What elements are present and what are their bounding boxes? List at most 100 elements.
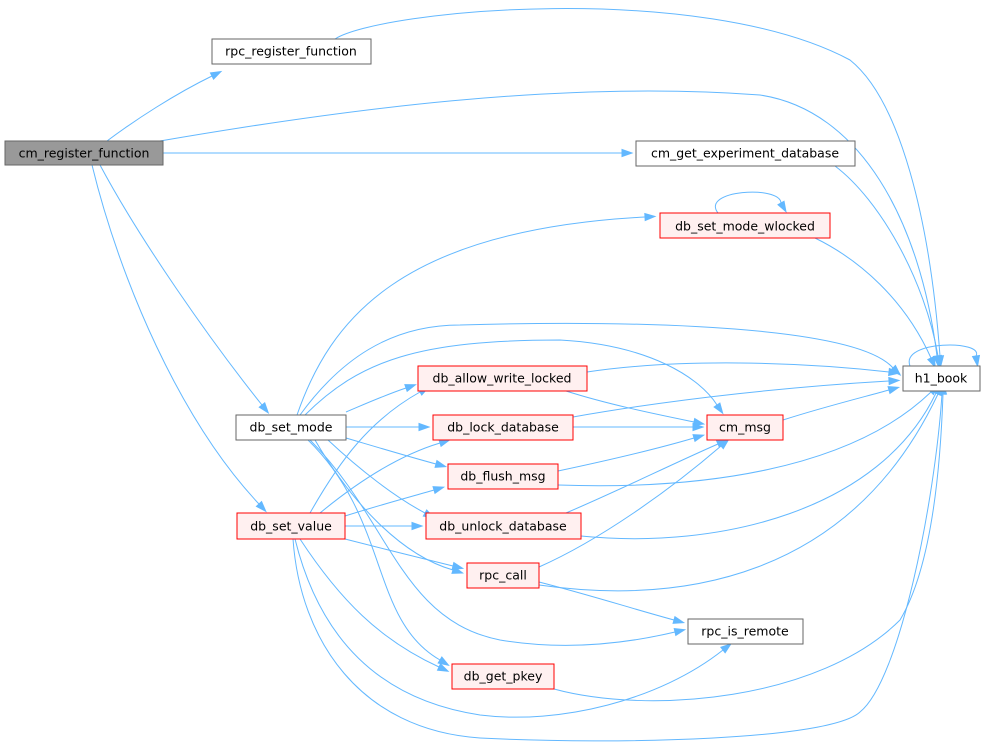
node-box [687, 618, 804, 645]
edge-arrowhead [621, 148, 634, 158]
node-label: db_get_pkey [464, 669, 543, 684]
node-box [451, 663, 555, 690]
edge-db-set-mode-to-h1-book [299, 322, 902, 416]
edge-cm-register-function-to-rpc-register-function [106, 70, 223, 142]
edge-line [314, 439, 454, 571]
edge-line [327, 439, 426, 514]
edge-arrowhead [673, 628, 687, 637]
edge-arrowhead [888, 376, 901, 386]
node-cm-register-function[interactable]: cm_register_function [4, 140, 164, 166]
edge-arrowhead [451, 561, 465, 570]
edge-line [572, 380, 890, 418]
node-db-get-pkey[interactable]: db_get_pkey [451, 663, 555, 690]
edge-db-set-mode-wlocked-to-db-set-mode-wlocked [714, 191, 787, 214]
node-box [659, 212, 831, 239]
edge-line [908, 344, 977, 367]
edge-db-set-value-to-db-get-pkey [299, 538, 450, 672]
node-rpc-call[interactable]: rpc_call [466, 562, 540, 589]
edge-line [91, 164, 260, 505]
edge-arrowhead [434, 459, 448, 468]
edge-line [565, 443, 719, 514]
edge-db-set-mode-to-cm-msg [304, 339, 724, 416]
edge-db-set-value-to-db-allow-write-locked [309, 386, 430, 514]
node-db-set-value[interactable]: db_set_value [236, 512, 346, 540]
node-box [432, 414, 574, 441]
edge-arrowhead [692, 417, 706, 427]
node-box [211, 38, 372, 65]
edge-db-set-mode-wlocked-to-h1-book [814, 237, 936, 369]
edge-arrowhead [672, 615, 686, 624]
edge-line [538, 445, 722, 568]
node-box [635, 140, 856, 167]
node-box [235, 414, 347, 441]
edge-line [345, 387, 407, 413]
node-label: cm_get_experiment_database [651, 146, 839, 161]
edge-arrowhead [411, 521, 424, 531]
node-label: cm_msg [719, 420, 771, 435]
edge-arrowhead [255, 500, 267, 513]
node-box [236, 512, 346, 540]
node-box [447, 463, 559, 490]
edge-db-set-mode-to-db-lock-database [346, 422, 431, 432]
nodes-layer: cm_register_function rpc_register_functi… [4, 38, 981, 690]
edge-cm-register-function-to-db-set-value [91, 164, 267, 513]
edge-line [299, 322, 894, 416]
edge-line [538, 393, 939, 592]
edge-db-set-value-to-db-flush-msg [344, 486, 446, 517]
node-db-set-mode[interactable]: db_set_mode [235, 414, 347, 441]
node-db-flush-msg[interactable]: db_flush_msg [447, 463, 559, 490]
edge-line [538, 581, 675, 621]
edge-db-lock-database-to-cm-msg [573, 422, 705, 432]
node-db-unlock-database[interactable]: db_unlock_database [425, 512, 582, 540]
edge-arrowhead [432, 486, 446, 495]
edge-line [834, 165, 939, 357]
edge-line [296, 216, 646, 416]
edge-line [334, 8, 941, 357]
node-db-allow-write-locked[interactable]: db_allow_write_locked [417, 365, 588, 392]
edge-arrowhead [717, 438, 730, 450]
edge-arrowhead [258, 401, 270, 415]
node-rpc-register-function[interactable]: rpc_register_function [211, 38, 372, 65]
edge-line [553, 393, 944, 702]
edge-line [714, 191, 782, 214]
edge-db-allow-write-locked-to-h1-book [586, 362, 901, 377]
node-label: db_unlock_database [439, 519, 567, 534]
node-cm-msg[interactable]: cm_msg [706, 414, 784, 441]
edge-arrowhead [404, 384, 417, 393]
edge-arrowhead [926, 355, 936, 369]
edge-arrowhead [436, 662, 450, 672]
edges-layer [91, 8, 981, 742]
node-rpc-is-remote[interactable]: rpc_is_remote [687, 618, 804, 645]
node-label: db_allow_write_locked [433, 371, 572, 386]
node-label: h1_book [915, 371, 968, 386]
edge-arrowhead [887, 386, 901, 395]
edge-line [99, 164, 263, 406]
node-label: rpc_call [479, 568, 527, 583]
edge-db-set-value-to-rpc-call [344, 538, 465, 570]
edge-db-set-value-to-rpc-is-remote [294, 538, 733, 718]
edge-db-set-mode-to-rpc-is-remote [309, 439, 687, 646]
edge-line [299, 538, 440, 668]
edge-db-set-value-to-db-unlock-database [345, 521, 424, 531]
node-label: db_flush_msg [460, 469, 545, 484]
edge-arrowhead [644, 212, 657, 222]
edge-arrowhead [209, 70, 223, 80]
node-db-lock-database[interactable]: db_lock_database [432, 414, 574, 441]
edge-rpc-call-to-cm-msg [538, 438, 730, 568]
edge-line [307, 439, 441, 661]
node-h1-book[interactable]: h1_book [902, 365, 981, 392]
edge-cm-register-function-to-db-set-mode [99, 164, 270, 415]
node-label: db_set_mode_wlocked [675, 219, 815, 234]
node-cm-get-experiment-database[interactable]: cm_get_experiment_database [635, 140, 856, 167]
edge-line [106, 75, 213, 142]
node-label: db_set_mode [250, 420, 333, 435]
node-box [902, 365, 981, 392]
node-box [706, 414, 784, 441]
edge-db-set-mode-to-db-allow-write-locked [345, 384, 417, 413]
edge-rpc-register-function-to-h1-book [334, 8, 945, 368]
node-db-set-mode-wlocked[interactable]: db_set_mode_wlocked [659, 212, 831, 239]
node-label: cm_register_function [19, 146, 150, 161]
edge-arrowhead [777, 200, 787, 213]
edge-arrowhead [418, 422, 431, 432]
